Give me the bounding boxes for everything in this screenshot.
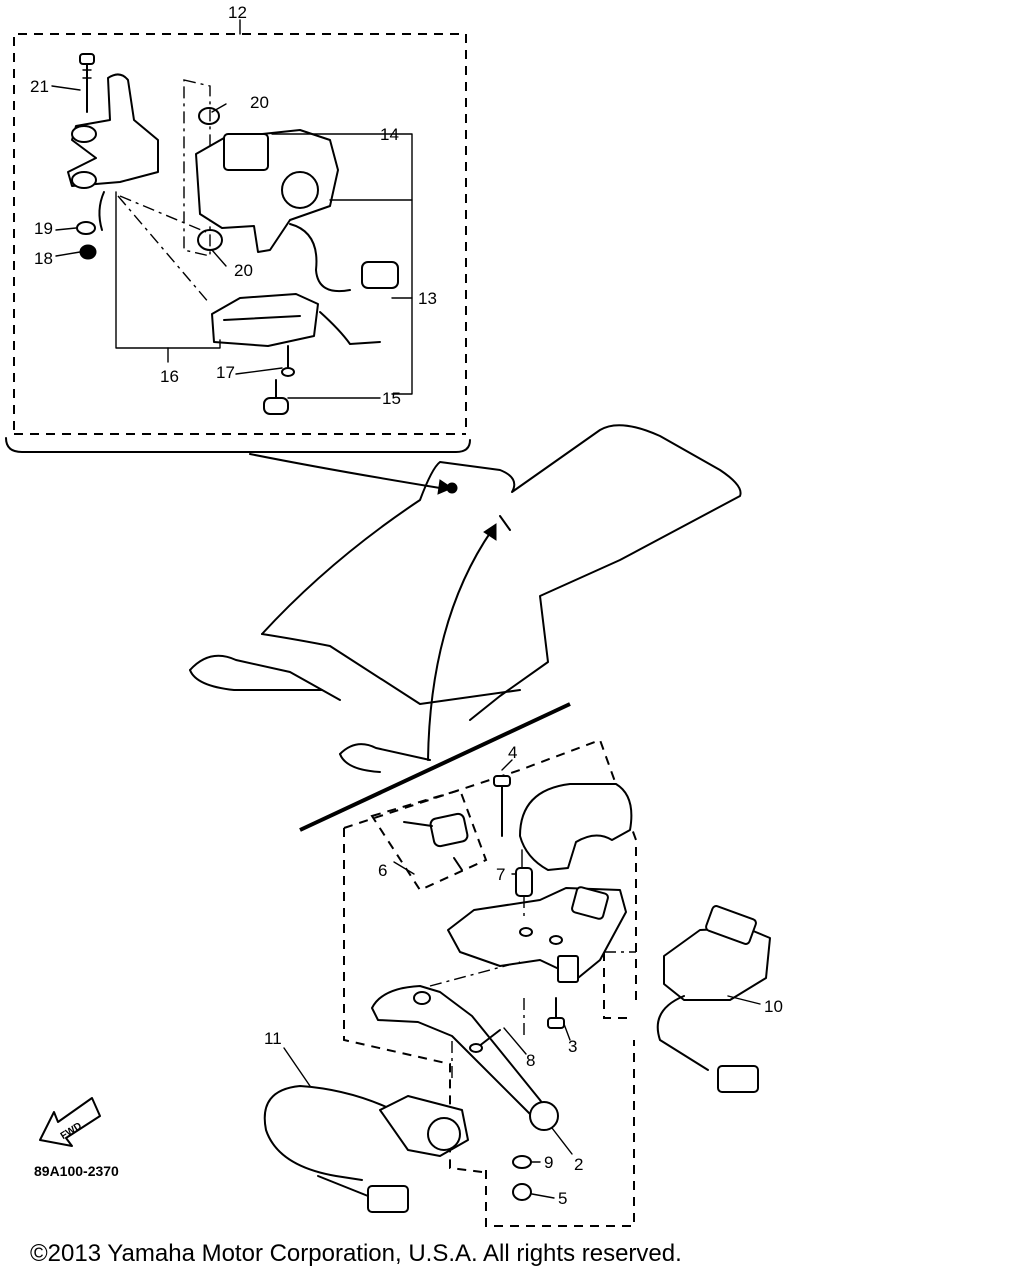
callout-10: 10: [764, 997, 783, 1016]
lever-cover: [519, 783, 633, 871]
callout-19: 19: [34, 219, 53, 238]
snowmobile-outline: [189, 424, 742, 832]
bracket-16: [67, 73, 159, 231]
copyright-notice: ©2013 Yamaha Motor Corporation, U.S.A. A…: [30, 1240, 682, 1267]
callout-20-bottom: 20: [234, 261, 253, 280]
nut-5: [512, 1183, 532, 1201]
fwd-arrow: FWD: [39, 1097, 101, 1147]
callout-2: 2: [574, 1155, 583, 1174]
callout-13: 13: [418, 289, 437, 308]
callout-15: 15: [382, 389, 401, 408]
inset-assembly-12: 12 21 20 14 19 18 20 13 17 16 15: [5, 3, 471, 453]
sleeve-7: [515, 867, 533, 897]
callout-21: 21: [30, 77, 49, 96]
washer-19: [76, 221, 96, 235]
lower-housing-16: [211, 293, 381, 347]
switch-body-14: [195, 129, 399, 292]
screw-15: [263, 379, 289, 415]
washer-9: [512, 1155, 532, 1169]
callout-9: 9: [544, 1153, 553, 1172]
callout-18: 18: [34, 249, 53, 268]
drawing-code: 89A100-2370: [34, 1163, 119, 1179]
callout-11: 11: [264, 1029, 282, 1048]
lever-assembly: 4 6 7 10 8 3 11 2 9 5: [263, 738, 783, 1227]
callout-5: 5: [558, 1189, 567, 1208]
nut-18: [79, 244, 97, 260]
callout-7: 7: [496, 865, 505, 884]
callout-6: 6: [378, 861, 387, 880]
callout-12: 12: [228, 3, 247, 22]
grommet-20-top: [198, 107, 220, 125]
callout-16: 16: [160, 367, 179, 386]
switch-11: [263, 1085, 469, 1213]
callout-14: 14: [380, 125, 399, 144]
callout-8: 8: [526, 1051, 535, 1070]
screw-3: [547, 997, 565, 1029]
clip-6: [429, 812, 469, 848]
callout-20-top: 20: [250, 93, 269, 112]
callout-3: 3: [568, 1037, 577, 1056]
switch-10: [656, 905, 771, 1093]
callout-17: 17: [216, 363, 235, 382]
bolt-4: [493, 775, 511, 837]
callout-4: 4: [508, 743, 517, 762]
bolt-21: [79, 53, 95, 113]
